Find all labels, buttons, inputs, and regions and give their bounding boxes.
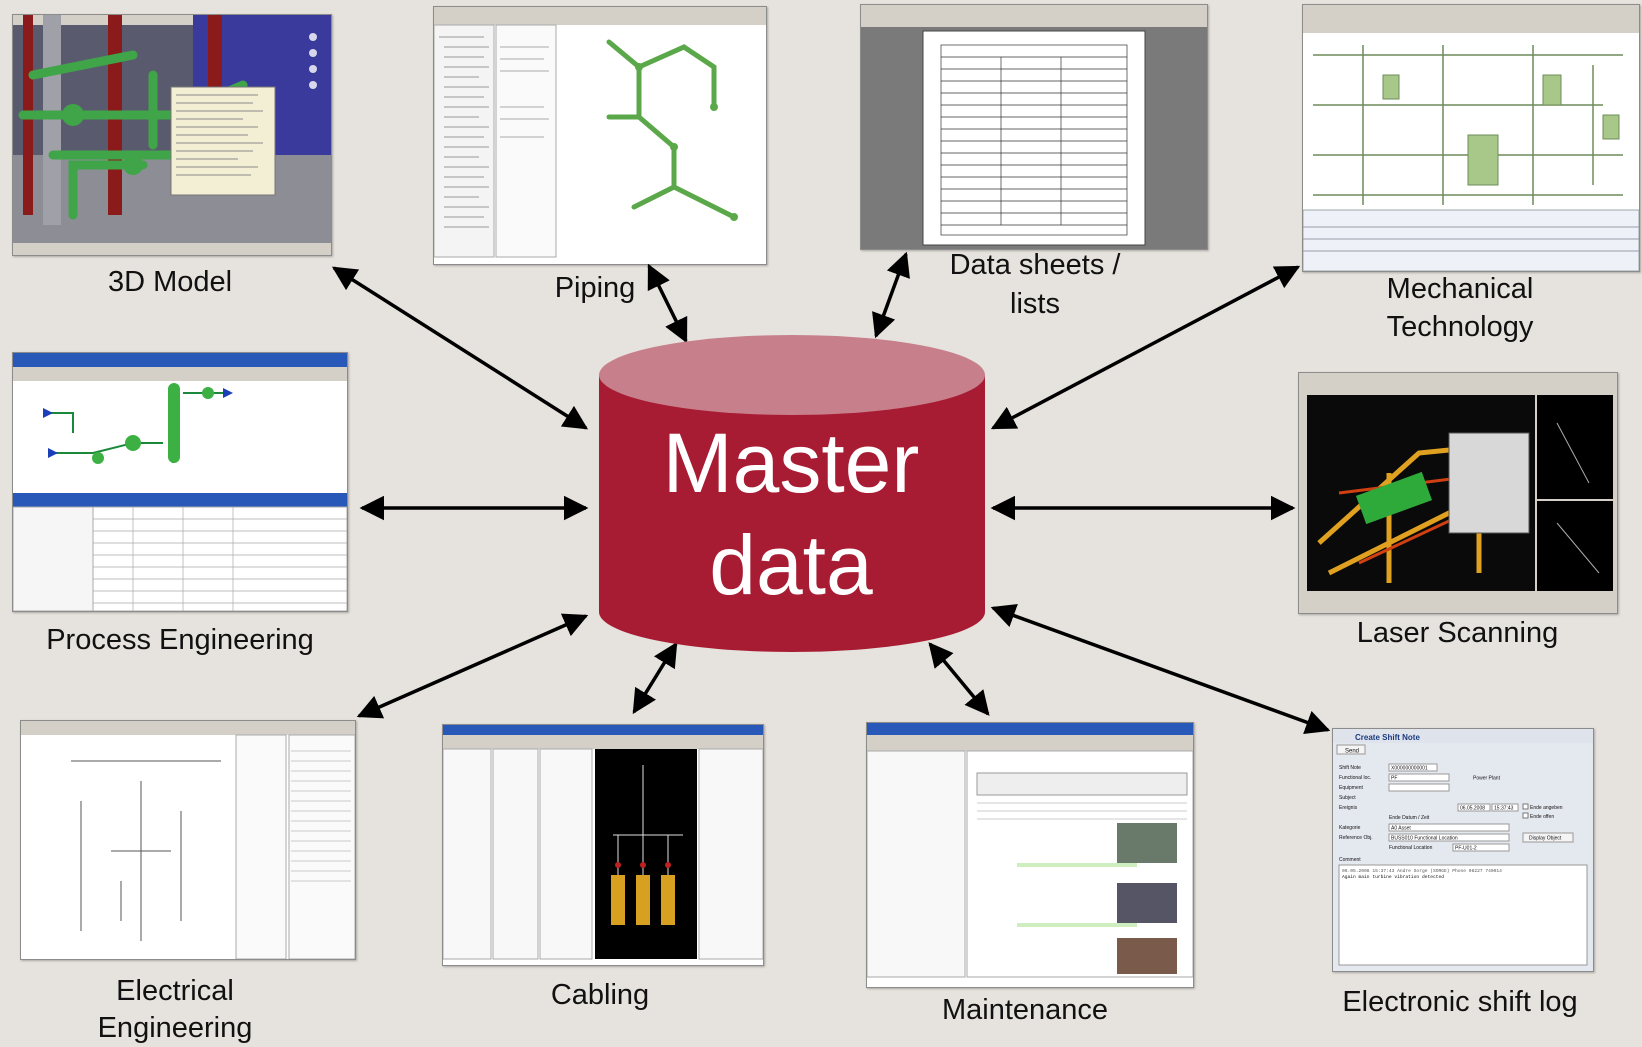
- thumbnail-data-sheets: [860, 4, 1208, 250]
- comment-line-1: 06.05.2008 15:37:43 Andre Sorge (SORGE) …: [1342, 868, 1502, 874]
- thumbnail-shift-log: Create Shift Note Send Shift Note Functi…: [1332, 728, 1594, 972]
- label-cabling: Cabling: [550, 979, 650, 1011]
- field-equipment: Equipment: [1339, 785, 1364, 791]
- label-data-sheets-2: lists: [1010, 288, 1060, 320]
- arrow-cabling: [632, 641, 678, 715]
- field-ereignis: Ereignis: [1339, 805, 1358, 811]
- thumbnail-laser-scanning: [1298, 372, 1618, 614]
- display-object-label: Display Object: [1529, 836, 1562, 842]
- thumbnail-maintenance: [866, 722, 1194, 988]
- thumbnail-cabling: [442, 724, 764, 966]
- check-ende-angeben[interactable]: Ende angeben: [1530, 805, 1563, 811]
- label-mechanical-1: Mechanical: [1386, 273, 1534, 305]
- value-date: 06.05.2008: [1460, 806, 1485, 812]
- send-label: Send: [1345, 749, 1359, 755]
- display-object-button[interactable]: [1522, 832, 1574, 843]
- label-piping: Piping: [554, 272, 636, 304]
- arrow-mechanical: [990, 265, 1301, 430]
- arrow-electrical: [356, 613, 589, 719]
- label-electrical-1: Electrical: [116, 975, 234, 1007]
- comment-label: Comment: [1339, 857, 1361, 863]
- label-process-engineering: Process Engineering: [46, 624, 314, 656]
- value-shift-note: X000000000001: [1391, 766, 1428, 772]
- shift-note-title: Create Shift Note: [1355, 733, 1420, 742]
- label-electrical-2: Engineering: [97, 1012, 253, 1044]
- thumbnail-3d-model: [12, 14, 332, 256]
- check-ende-offen[interactable]: Ende offen: [1530, 814, 1554, 820]
- value-funcloc-code: PF: [1391, 776, 1397, 782]
- arrow-shift-log: [990, 604, 1331, 734]
- label-3d-model: 3D Model: [107, 266, 233, 298]
- arrow-maintenance: [928, 642, 990, 716]
- comment-line-2: Again main turbine vibration detected: [1342, 874, 1444, 880]
- field-kategorie: Kategorie: [1339, 825, 1361, 831]
- master-data-label-line1: Master: [662, 416, 920, 510]
- arrow-3d-model: [331, 266, 589, 430]
- label-mechanical-2: Technology: [1386, 311, 1534, 343]
- comment-box[interactable]: [1338, 864, 1588, 966]
- master-data-label-line2: data: [709, 518, 873, 612]
- send-button[interactable]: [1336, 744, 1366, 755]
- thumbnail-piping: [433, 6, 767, 265]
- label-maintenance: Maintenance: [941, 994, 1109, 1026]
- field-funcloc: Functional loc.: [1339, 775, 1371, 781]
- arrow-piping: [647, 263, 688, 344]
- field-subject: Subject: [1339, 795, 1356, 801]
- funcloc-sub-value: PF-U01-2: [1455, 846, 1477, 852]
- ende-label: Ende Datum / Zeit: [1389, 815, 1430, 821]
- field-reference: Reference Obj.: [1339, 835, 1373, 841]
- label-data-sheets-1: Data sheets /: [949, 249, 1121, 281]
- value-reference: BUSS010 Functional Location: [1391, 836, 1458, 842]
- value-time: 15:37:43: [1494, 806, 1514, 812]
- thumbnail-process-engineering: [12, 352, 348, 612]
- arrow-data-sheets: [872, 251, 910, 339]
- thumbnail-electrical-engineering: [20, 720, 356, 960]
- label-laser-scanning: Laser Scanning: [1356, 617, 1559, 649]
- field-shift-note: Shift Note: [1339, 765, 1361, 771]
- value-funcloc-name: Power Plant: [1473, 776, 1501, 782]
- value-kategorie: A0 Asset: [1391, 826, 1411, 832]
- thumbnail-mechanical-technology: [1302, 4, 1640, 272]
- label-electronic-shift-log: Electronic shift log: [1342, 986, 1578, 1018]
- funcloc-sub-label: Functional Location: [1389, 845, 1433, 851]
